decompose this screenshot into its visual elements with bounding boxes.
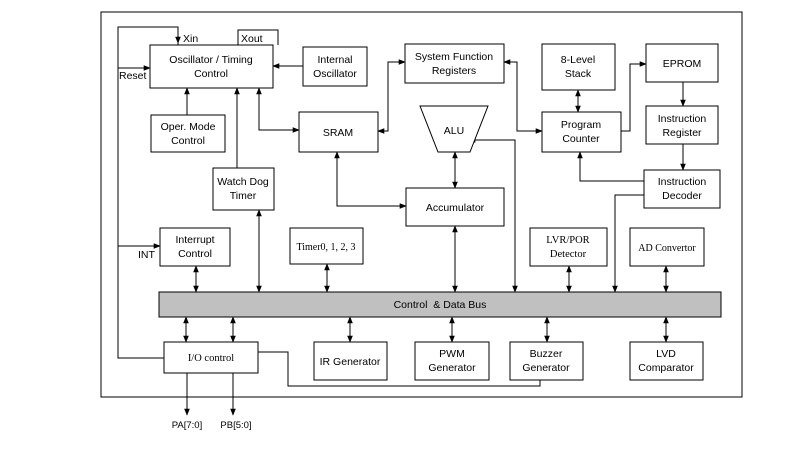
ad-convertor-block: AD Convertor — [629, 227, 705, 267]
ir-generator-block: IR Generator — [313, 341, 388, 381]
int-label: INT — [138, 249, 156, 261]
sram-label: SRAM — [323, 127, 353, 139]
internal-osc-label-2: Oscillator — [313, 68, 357, 80]
eprom-label: EPROM — [663, 58, 702, 70]
io-control-block: I/O control — [163, 341, 259, 374]
sram-block: SRAM — [298, 111, 379, 153]
pwm-label-1: PWM — [439, 348, 465, 360]
lvd-comparator-block: LVD Comparator — [629, 341, 704, 381]
watchdog-timer-block: Watch Dog Timer — [212, 167, 275, 211]
buzzer-generator-block: Buzzer Generator — [509, 341, 584, 381]
instr-reg-label-1: Instruction — [658, 113, 707, 125]
program-counter-block: Program Counter — [541, 111, 622, 153]
ir-generator-label: IR Generator — [320, 356, 381, 368]
eprom-block: EPROM — [645, 43, 719, 83]
lvr-por-detector-block: LVR/POR Detector — [529, 227, 608, 267]
outer-frame — [100, 11, 743, 398]
osc-timing-label-2: Control — [194, 68, 228, 80]
instr-dec-label-1: Instruction — [658, 176, 707, 188]
accumulator-block: Accumulator — [405, 187, 505, 227]
control-data-bus: Control & Data Bus — [158, 291, 722, 318]
pb-pin-label: PB[5:0] — [220, 420, 251, 431]
lvd-label-2: Comparator — [638, 362, 694, 374]
interrupt-label-2: Control — [178, 248, 212, 260]
connection-lines — [117, 26, 686, 416]
pwm-generator-block: PWM Generator — [414, 341, 490, 381]
lvr-por-label-1: LVR/POR — [546, 235, 589, 246]
pa-pin-label: PA[7:0] — [172, 420, 202, 431]
xin-label: Xin — [183, 33, 198, 45]
stack-label-2: Stack — [565, 68, 592, 80]
sys-func-label-1: System Function — [415, 51, 493, 63]
xout-label: Xout — [241, 33, 263, 45]
internal-oscillator-block: Internal Oscillator — [302, 46, 368, 87]
internal-osc-label-1: Internal — [317, 54, 352, 66]
alu-block: ALU — [419, 105, 489, 153]
bus-label: Control & Data Bus — [394, 299, 487, 311]
interrupt-label-1: Interrupt — [175, 234, 214, 246]
watchdog-label-1: Watch Dog — [217, 176, 269, 188]
lvr-por-label-2: Detector — [550, 249, 587, 260]
ad-convertor-label: AD Convertor — [638, 243, 696, 254]
watchdog-label-2: Timer — [230, 190, 257, 202]
instr-dec-label-2: Decoder — [662, 190, 702, 202]
timers-label: Timer0, 1, 2, 3 — [296, 242, 355, 253]
oper-mode-block: Oper. Mode Control — [150, 114, 226, 153]
io-control-label: I/O control — [188, 353, 234, 364]
buzzer-label-1: Buzzer — [530, 348, 563, 360]
osc-timing-label-1: Oscillator / Timing — [169, 54, 253, 66]
timers-block: Timer0, 1, 2, 3 — [289, 227, 364, 265]
pc-label-1: Program — [561, 119, 602, 131]
reset-label: Reset — [119, 70, 147, 82]
sys-func-label-2: Registers — [432, 65, 476, 77]
instruction-register-block: Instruction Register — [645, 105, 719, 145]
accumulator-label: Accumulator — [426, 202, 485, 214]
stack-label-1: 8-Level — [561, 54, 595, 66]
stack-block: 8-Level Stack — [541, 43, 616, 91]
lvd-label-1: LVD — [656, 348, 676, 360]
oper-mode-label-1: Oper. Mode — [161, 121, 216, 133]
system-function-registers-block: System Function Registers — [404, 43, 505, 84]
instruction-decoder-block: Instruction Decoder — [643, 169, 721, 209]
interrupt-control-block: Interrupt Control — [159, 227, 231, 267]
buzzer-label-2: Generator — [522, 362, 570, 374]
alu-label: ALU — [444, 125, 464, 137]
oper-mode-label-2: Control — [171, 135, 205, 147]
pwm-label-2: Generator — [428, 362, 476, 374]
instr-reg-label-2: Register — [662, 127, 702, 139]
osc-timing-block: Oscillator / Timing Control — [149, 44, 274, 89]
pc-label-2: Counter — [562, 133, 600, 145]
